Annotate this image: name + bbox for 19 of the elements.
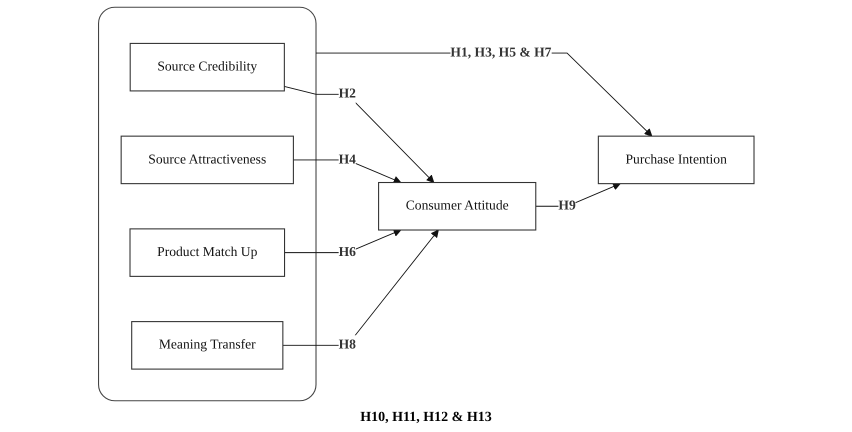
arrow bbox=[282, 230, 438, 346]
edge-label: H6 bbox=[338, 245, 356, 260]
arrow bbox=[284, 229, 401, 254]
arrow bbox=[315, 52, 652, 136]
edge-label: H8 bbox=[338, 338, 356, 352]
edge-label: H4 bbox=[338, 152, 356, 167]
arrow bbox=[292, 159, 401, 184]
cluster bbox=[98, 6, 316, 402]
arrow bbox=[284, 86, 434, 183]
node-box: Source Credibility bbox=[129, 42, 285, 92]
node-box: Purchase Intention bbox=[598, 136, 754, 184]
edge-label: H1, H3, H5 & H7 bbox=[450, 46, 552, 60]
node-box: Source Attractiveness bbox=[120, 136, 294, 184]
edge-label: H2 bbox=[338, 86, 356, 102]
hypothesis-label: H10, H11, H12 & H13 bbox=[360, 410, 492, 425]
edge-label: H9 bbox=[558, 198, 576, 214]
node-box: Consumer Attitude bbox=[378, 182, 536, 231]
node-box: Product Match Up bbox=[129, 228, 285, 277]
node-box: Meaning Transfer bbox=[130, 321, 284, 370]
